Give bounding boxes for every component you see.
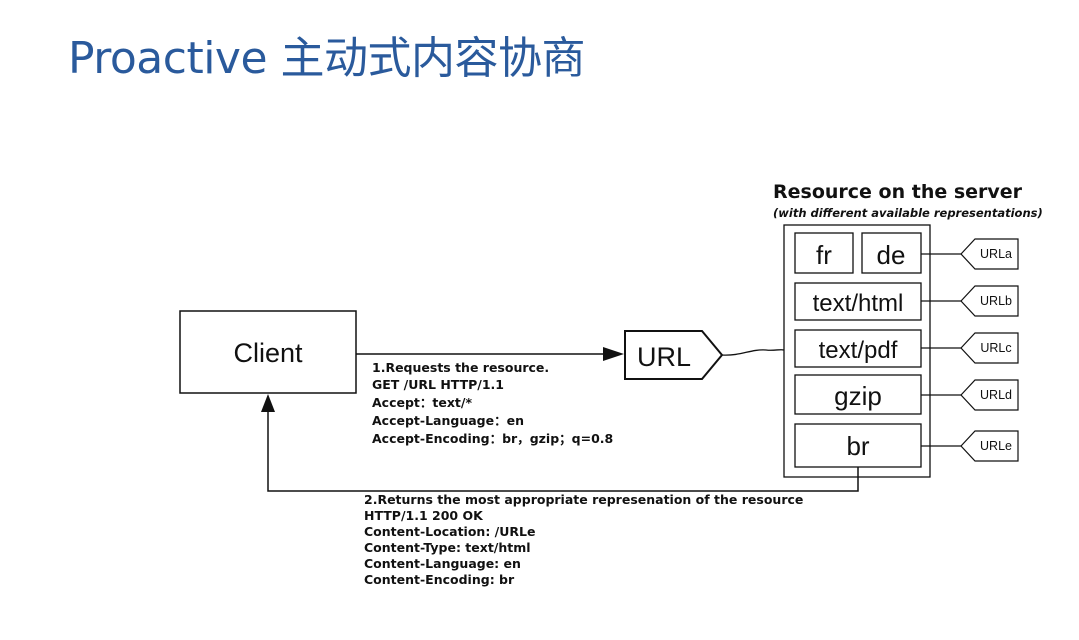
representation-text-html-box: [794, 282, 922, 321]
url-shape: [624, 330, 724, 380]
response-line-3: Content-Location: /URLe: [364, 524, 535, 539]
request-line-4: Accept-Language：en: [372, 413, 524, 428]
request-line-2: GET /URL HTTP/1.1: [372, 377, 504, 392]
url-tag-a-label: URLa: [980, 247, 1012, 261]
client-box: [179, 310, 357, 394]
representation-text-pdf-label: text/pdf: [819, 337, 898, 364]
response-line-1: 2.Returns the most appropriate represena…: [364, 492, 803, 507]
representation-fr-box: [794, 232, 854, 274]
request-line-3: Accept：text/*: [372, 395, 472, 410]
server-heading: Resource on the server: [773, 181, 1023, 203]
url-tag-b: [960, 285, 1019, 317]
representation-gzip-label: gzip: [834, 381, 882, 411]
representation-br-label: br: [846, 431, 869, 461]
request-line-5: Accept-Encoding：br，gzip；q=0.8: [372, 431, 613, 446]
representation-fr-label: fr: [816, 240, 832, 270]
response-line-2: HTTP/1.1 200 OK: [364, 508, 484, 523]
client-label: Client: [233, 338, 303, 368]
url-label: URL: [637, 342, 691, 372]
response-arrowhead: [261, 394, 275, 412]
representation-br-box: [794, 423, 922, 468]
request-line-1: 1.Requests the resource.: [372, 360, 549, 375]
url-tag-e: [960, 430, 1019, 462]
url-tag-c-label: URLc: [980, 341, 1011, 355]
response-line-6: Content-Encoding: br: [364, 572, 515, 587]
page-title: Proactive 主动式内容协商: [68, 33, 586, 84]
representation-de-label: de: [877, 240, 906, 270]
server-subheading: (with different available representation…: [773, 206, 1043, 220]
url-tag-d: [960, 379, 1019, 411]
url-tag-e-label: URLe: [980, 439, 1012, 453]
response-line-5: Content-Language: en: [364, 556, 521, 571]
url-connector-line: [721, 349, 785, 356]
url-tag-c: [960, 332, 1019, 364]
request-arrowhead: [603, 347, 624, 361]
representation-text-pdf-box: [794, 329, 922, 368]
response-line-4: Content-Type: text/html: [364, 540, 531, 555]
url-tag-b-label: URLb: [980, 294, 1012, 308]
response-arrow-line: [267, 410, 859, 492]
url-tag-d-label: URLd: [980, 388, 1012, 402]
representation-text-html-label: text/html: [813, 290, 904, 317]
representation-de-box: [861, 232, 922, 274]
url-tag-a: [960, 238, 1019, 270]
representation-gzip-box: [794, 374, 922, 415]
